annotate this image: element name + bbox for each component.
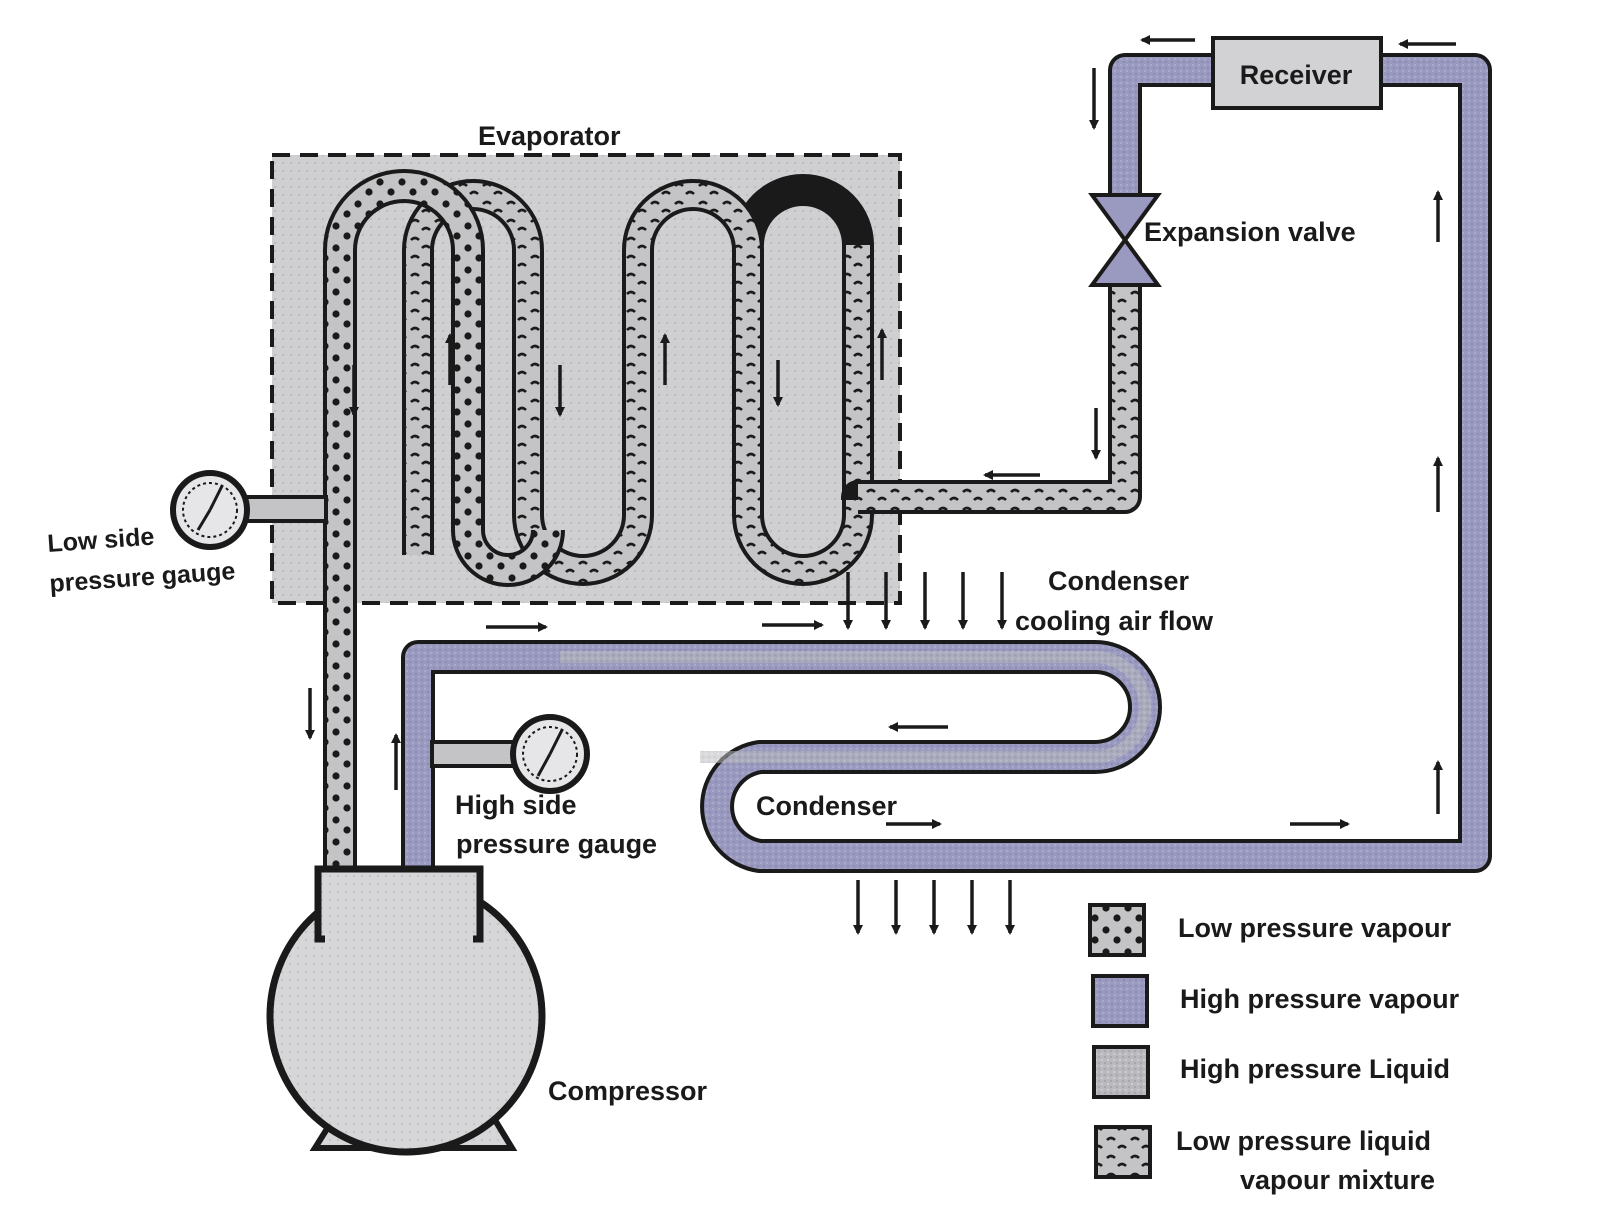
legend-label-lpv: Low pressure vapour (1178, 913, 1452, 943)
legend-swatch-lpv (1088, 903, 1146, 957)
condenser-label: Condenser (756, 791, 898, 821)
low-side-gauge-label-1: Low side (46, 523, 155, 558)
legend-label-lplvm-2: vapour mixture (1240, 1165, 1435, 1195)
high-side-gauge-label-2: pressure gauge (456, 829, 657, 859)
high-side-gauge-icon (510, 714, 590, 794)
flow-arrows (305, 35, 1456, 829)
low-side-gauge-label-2: pressure gauge (48, 557, 236, 598)
low-side-gauge-pipe (238, 495, 328, 523)
liquid-line-pipe (1108, 53, 1220, 195)
evaporator-label: Evaporator (478, 121, 621, 151)
legend-label-lplvm-1: Low pressure liquid (1176, 1126, 1431, 1156)
legend-swatch-hpl (1092, 1045, 1150, 1099)
condenser-air-label-2: cooling air flow (1015, 606, 1214, 636)
receiver-label: Receiver (1240, 60, 1353, 90)
legend-swatch-hpv (1091, 974, 1149, 1028)
compressor-label: Compressor (548, 1076, 708, 1106)
legend-label-hpl: High pressure Liquid (1180, 1054, 1450, 1084)
low-side-gauge-icon (170, 470, 250, 550)
legend: Low pressure vapour High pressure vapour… (1088, 903, 1460, 1195)
legend-label-hpv: High pressure vapour (1180, 984, 1460, 1014)
compressor-icon (266, 865, 546, 1156)
cooling-air-arrows (843, 572, 1015, 935)
legend-swatch-lplvm (1094, 1125, 1152, 1179)
high-side-gauge-label-1: High side (455, 790, 577, 820)
condenser-air-label-1: Condenser (1048, 566, 1190, 596)
evaporator-box (270, 153, 902, 605)
expansion-valve-icon (1088, 193, 1162, 287)
high-side-gauge-pipe (430, 740, 516, 768)
expansion-valve-label: Expansion valve (1144, 217, 1356, 247)
receiver-box (1211, 36, 1383, 110)
